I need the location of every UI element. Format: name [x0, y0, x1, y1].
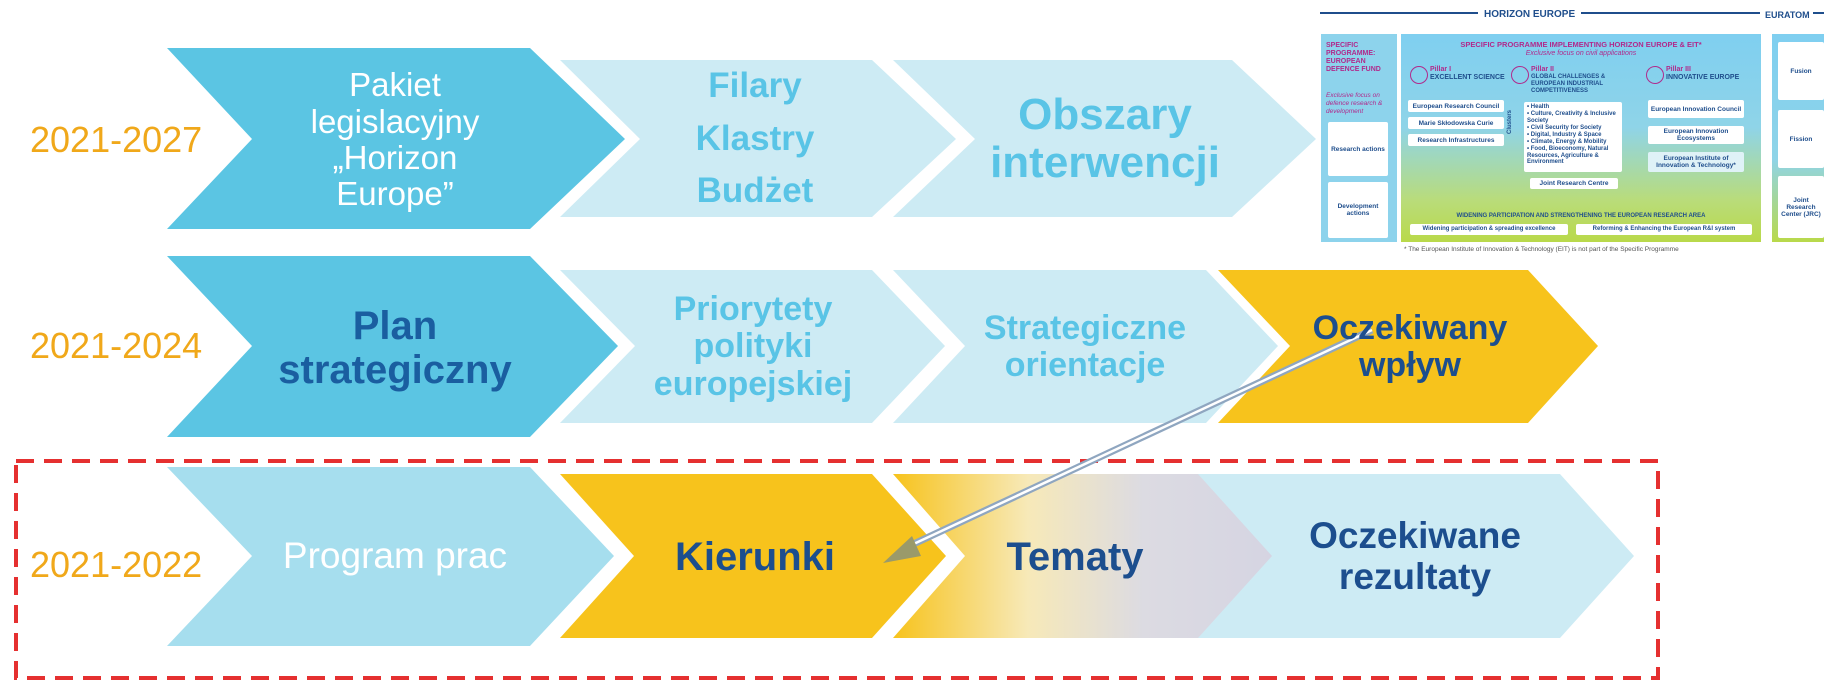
stage-label-kierunki: Kierunki [674, 534, 836, 579]
inset-pillar1-item2: Marie Skłodowska Curie [1408, 117, 1504, 129]
inset-pillar1-title: EXCELLENT SCIENCE [1430, 74, 1505, 81]
inset-widening-left: Widening participation & spreading excel… [1410, 224, 1568, 235]
chevron-row2-stage3 [893, 270, 1278, 423]
inset-pillar1-item1: European Research Council [1408, 100, 1504, 112]
year-label-row3: 2021-2022 [30, 544, 203, 585]
inset-box-research-actions: Research actions [1328, 122, 1388, 176]
inset-footnote: * The European Institute of Innovation &… [1404, 246, 1679, 253]
inset-pillar3-item2: European Innovation Ecosystems [1648, 126, 1744, 144]
stage-label-program-prac: Program prac [282, 535, 508, 577]
inset-pillar3-item3: European Institute of Innovation & Techn… [1648, 152, 1744, 172]
stage-label-priorytety: Priorytety polityki europejskiej [653, 289, 853, 403]
stage-label-oczekiwane: Oczekiwane rezultaty [1309, 514, 1521, 597]
stage-label-filary: Filary Klastry Budżet [695, 66, 815, 211]
chevron-row3-stage1 [167, 467, 614, 646]
connector-arrow [883, 326, 1374, 563]
inset-header-horizon: HORIZON EUROPE [1478, 10, 1582, 20]
inset-pillar3-title: INNOVATIVE EUROPE [1666, 74, 1740, 81]
chevron-row3-stage3 [893, 474, 1278, 638]
inset-pillar1-icon [1410, 66, 1428, 84]
inset-pillar3-item1: European Innovation Council [1648, 100, 1744, 118]
inset-pillar3-icon [1646, 66, 1664, 84]
inset-left-title: SPECIFIC PROGRAMME: EUROPEAN DEFENCE FUN… [1326, 42, 1381, 73]
chevron-row3-stage2 [560, 474, 946, 638]
year-label-row2: 2021-2024 [30, 325, 203, 366]
stage-label-plan: Plan strategiczny [278, 303, 512, 392]
chevron-row2-stage4 [1218, 270, 1598, 423]
inset-widening-title: WIDENING PARTICIPATION AND STRENGTHENING… [1456, 213, 1706, 219]
inset-main-subtitle: Exclusive focus on civil applications [1525, 50, 1637, 57]
inset-pillar2-icon [1511, 66, 1529, 84]
inset-widening-right: Reforming & Enhancing the European R&I s… [1576, 224, 1752, 235]
inset-left-subtitle: Exclusive focus on defence research & de… [1326, 92, 1383, 115]
stage-label-obszary: Obszary interwencji [990, 89, 1220, 187]
inset-euratom-jrc: Joint Research Center (JRC) [1778, 176, 1824, 238]
chevron-row1-stage2 [560, 60, 956, 217]
inset-pillar1-item3: Research Infrastructures [1408, 134, 1504, 146]
chevron-row2-stage2 [560, 270, 945, 423]
inset-euratom-fusion: Fusion [1778, 42, 1824, 100]
inset-pillar1-name: Pillar I [1430, 66, 1452, 73]
inset-pillar2-jrc: Joint Research Centre [1530, 178, 1618, 189]
inset-box-development-actions: Development actions [1328, 182, 1388, 238]
inset-pillar2-name: Pillar II [1531, 66, 1554, 73]
year-label-row1: 2021-2027 [30, 119, 203, 160]
chevron-row3-stage4 [1198, 474, 1634, 638]
inset-pillar2-title: GLOBAL CHALLENGES & EUROPEAN INDUSTRIAL … [1531, 74, 1606, 94]
inset-pillar3-name: Pillar III [1666, 66, 1691, 73]
stage-label-pakiet: Pakiet legislacyjny „Horizon Europe” [310, 66, 480, 213]
horizon-europe-structure-image: HORIZON EUROPE EURATOM SPECIFIC PROGRAMM… [1318, 4, 1824, 260]
chevron-row1-stage1 [167, 48, 625, 229]
stage-label-oczekiwany: Oczekiwany wpływ [1312, 308, 1508, 384]
chevron-row1-stage3 [893, 60, 1316, 217]
chevron-row2-stage1 [167, 256, 618, 437]
inset-main-title: SPECIFIC PROGRAMME IMPLEMENTING HORIZON … [1460, 40, 1702, 49]
inset-header-euratom: EURATOM [1762, 10, 1813, 20]
inset-pillar2-clusters-box: • Health • Culture, Creativity & Inclusi… [1524, 102, 1622, 172]
inset-euratom-fission: Fission [1778, 110, 1824, 168]
dashed-frame [14, 459, 1660, 680]
stage-label-tematy: Tematy [1006, 534, 1144, 579]
stage-label-strategiczne: Strategiczne orientacje [983, 308, 1187, 384]
inset-pillar2-clusters-label: Clusters [1507, 109, 1513, 134]
